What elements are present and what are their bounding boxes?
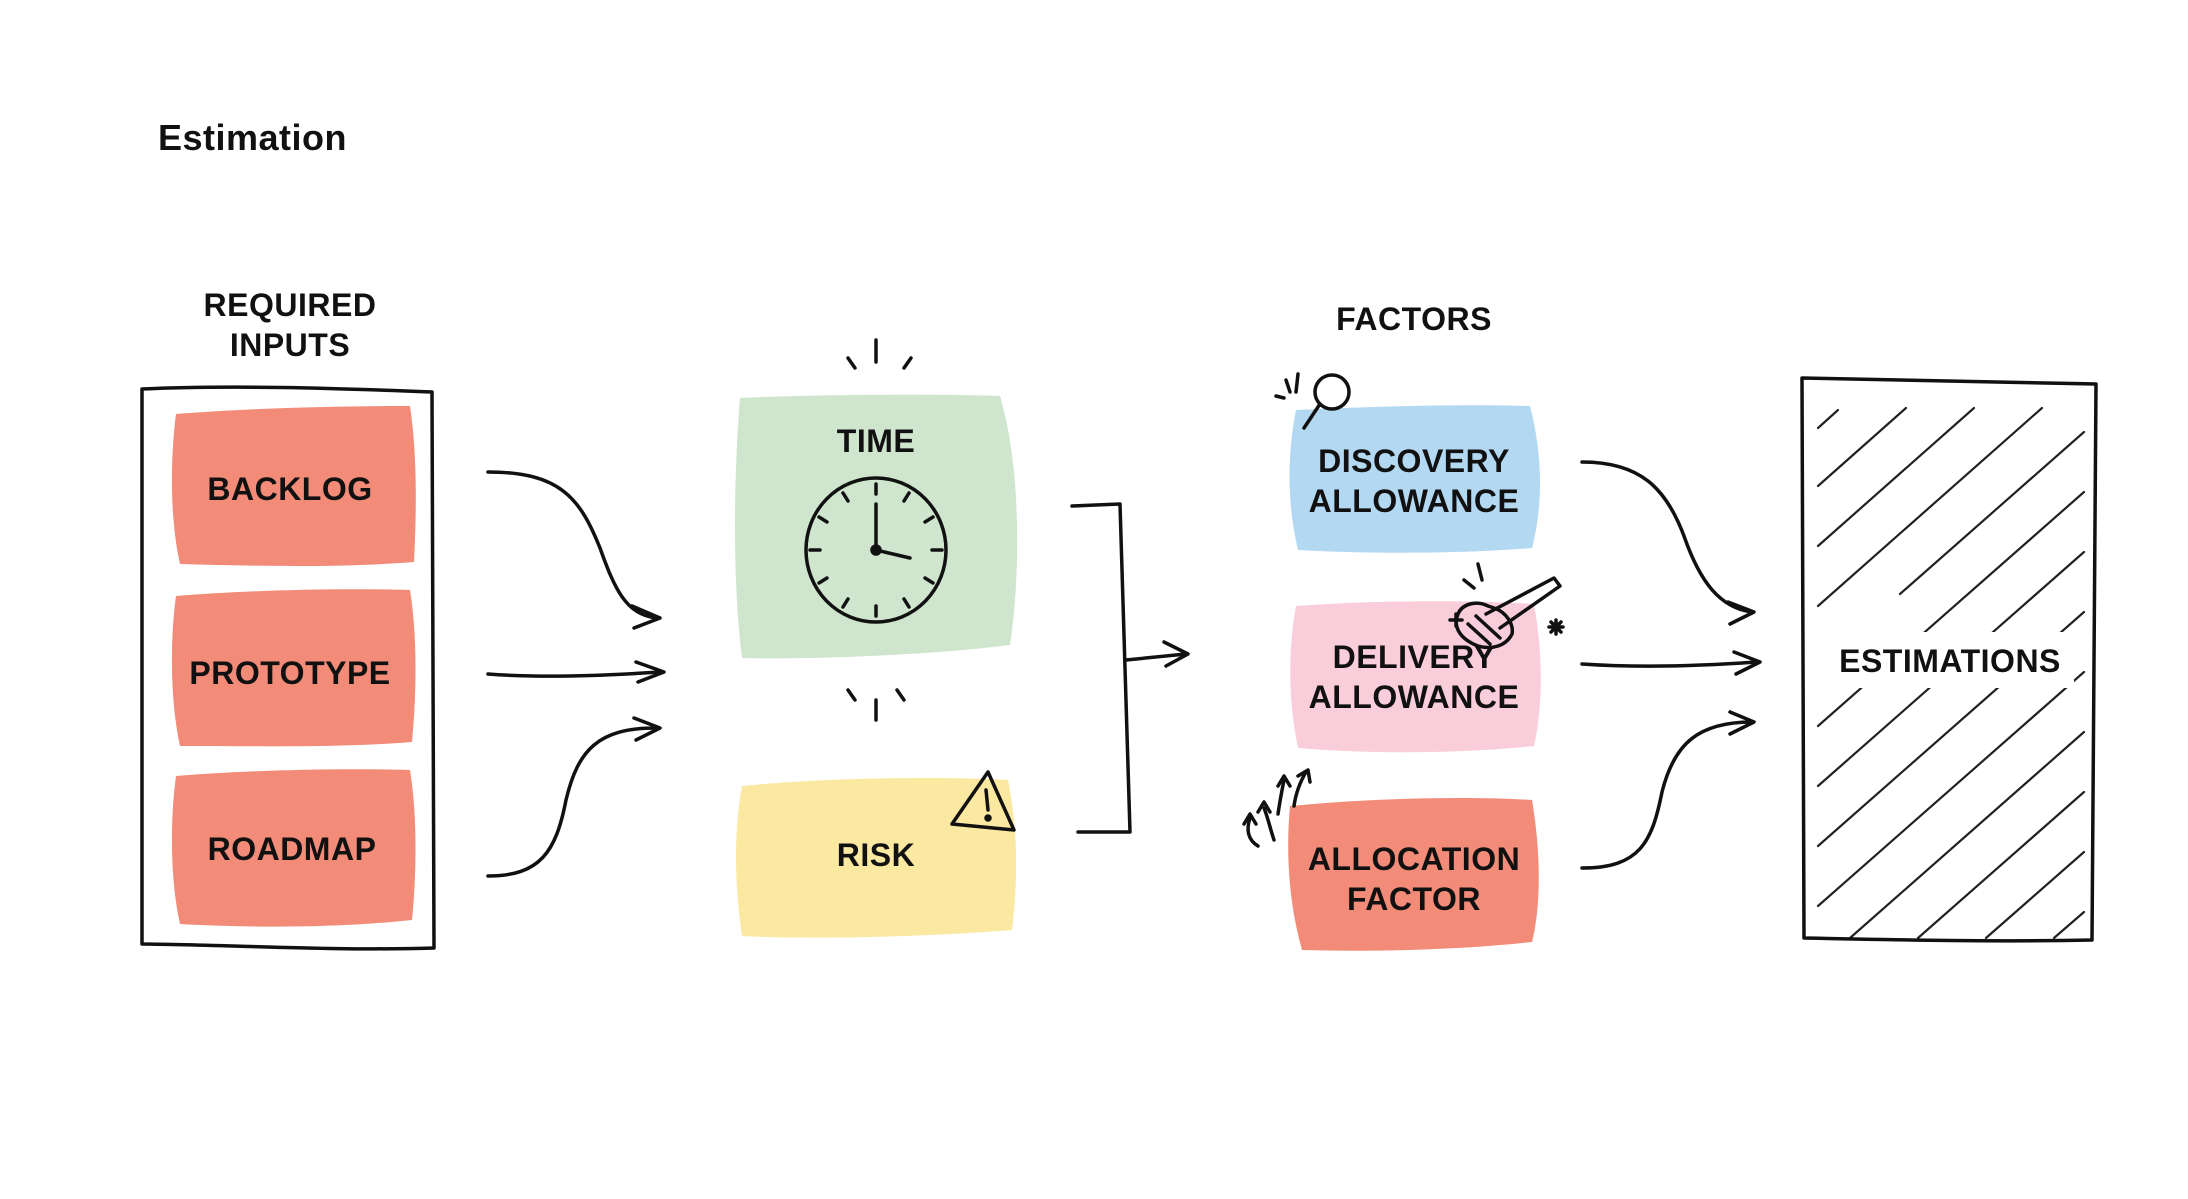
sparkle-marks <box>846 338 913 722</box>
input-card-label: PROTOTYPE <box>189 655 390 691</box>
arrowhead <box>632 716 662 742</box>
arrows-factors-to-estimations <box>1580 460 1762 870</box>
factor-card-label-line2: ALLOWANCE <box>1309 679 1520 715</box>
factor-card-label-line1: ALLOCATION <box>1308 841 1520 877</box>
factor-card-label-line1: DISCOVERY <box>1318 443 1510 479</box>
arrowhead <box>634 660 666 684</box>
arrows-inputs-to-middle <box>486 470 666 878</box>
clock-icon <box>804 476 948 624</box>
bracket-arrow <box>1070 502 1190 834</box>
factor-card-label-line2: ALLOWANCE <box>1309 483 1520 519</box>
risk-card-label: RISK <box>837 837 915 873</box>
input-card-bg <box>171 589 416 747</box>
diagram-title: Estimation <box>158 117 347 158</box>
arrow-straight-middle <box>1580 660 1758 668</box>
estimations-border <box>1800 376 2098 943</box>
estimations-box: ESTIMATIONS <box>1800 376 2098 943</box>
input-card-bg <box>171 769 416 927</box>
factor-card-allocation: ALLOCATION FACTOR <box>1242 768 1539 951</box>
factor-card-bg <box>1288 798 1539 951</box>
arrow-curve-bottom <box>1580 720 1754 870</box>
estimations-label-backdrop <box>1826 632 2074 688</box>
arrowhead <box>1728 710 1756 736</box>
factor-card-bg <box>1289 405 1540 553</box>
input-card-label: ROADMAP <box>208 831 377 867</box>
arrow-straight-middle <box>486 670 662 678</box>
magnifier-icon <box>1274 372 1351 430</box>
inputs-heading-line1: REQUIRED <box>204 287 377 323</box>
arrowhead <box>1162 640 1190 668</box>
factors-heading: FACTORS <box>1336 301 1492 337</box>
time-card: TIME <box>735 394 1018 659</box>
input-card-backlog: BACKLOG <box>171 406 416 566</box>
warning-icon <box>950 770 1016 832</box>
input-card-prototype: PROTOTYPE <box>171 589 416 747</box>
factor-card-discovery: DISCOVERY ALLOWANCE <box>1274 372 1540 553</box>
arrow-curve-bottom <box>486 726 658 878</box>
time-card-label: TIME <box>837 423 915 459</box>
estimations-label: ESTIMATIONS <box>1839 643 2061 679</box>
factor-card-label-line2: FACTOR <box>1347 881 1481 917</box>
arrowhead <box>1726 600 1756 626</box>
input-card-bg <box>171 406 416 566</box>
estimations-hatching <box>1816 406 2086 940</box>
bracket-arrow-shaft <box>1124 652 1188 662</box>
factor-card-label-line1: DELIVERY <box>1333 639 1496 675</box>
factor-card-bg <box>1290 601 1541 753</box>
arrowhead <box>1732 650 1762 676</box>
inputs-heading-line2: INPUTS <box>230 327 350 363</box>
risk-card: RISK <box>736 770 1017 938</box>
input-card-roadmap: ROADMAP <box>171 769 416 927</box>
input-card-label: BACKLOG <box>207 471 372 507</box>
risk-card-bg <box>736 778 1017 938</box>
arrow-curve-top <box>1580 460 1754 614</box>
arrowhead <box>630 604 662 630</box>
factor-card-delivery: DELIVERY ALLOWANCE <box>1290 562 1565 753</box>
broom-icon <box>1448 562 1565 650</box>
arrows-up-icon <box>1242 768 1312 848</box>
arrow-curve-top <box>486 470 658 620</box>
bracket <box>1070 502 1132 834</box>
inputs-container <box>140 385 436 951</box>
